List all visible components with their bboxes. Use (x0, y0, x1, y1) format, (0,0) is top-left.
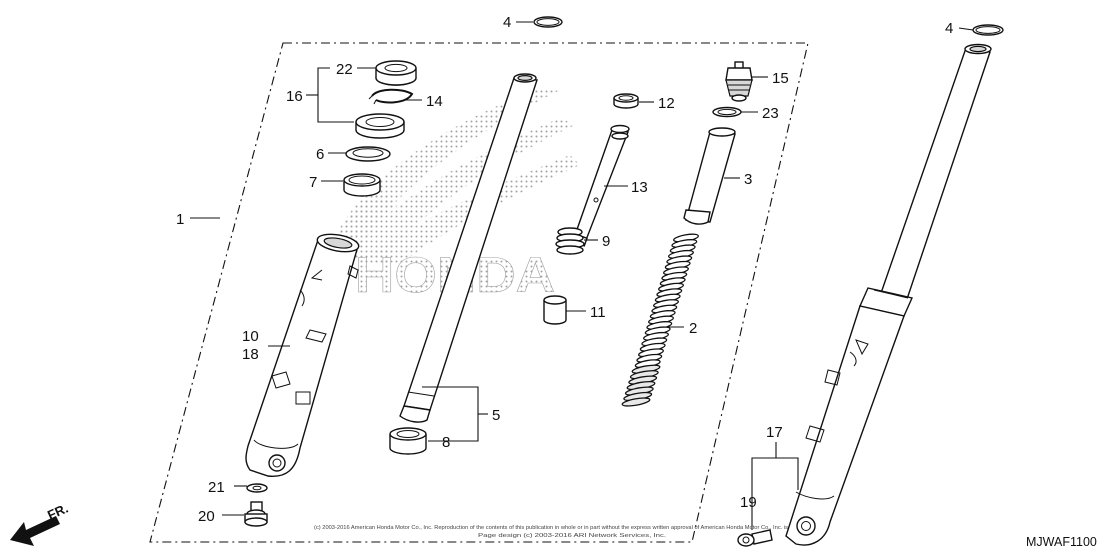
callout-17: 17 (766, 424, 783, 441)
callout-21: 21 (208, 479, 225, 496)
part-14-stopper-ring (368, 88, 414, 105)
callout-23: 23 (762, 105, 779, 122)
part-11-oil-lock-piece (543, 295, 567, 325)
callout-6: 6 (316, 146, 324, 163)
callout-4-right: 4 (945, 20, 953, 37)
part-19-socket-bolt (737, 529, 773, 547)
part-10-bottom-case (245, 233, 360, 477)
spring-coil (621, 397, 651, 407)
callout-12: 12 (658, 95, 675, 112)
callout-10: 10 (242, 328, 259, 345)
callout-3: 3 (744, 171, 752, 188)
part-2-fork-spring (621, 233, 699, 407)
callout-numbers: 4 4 22 16 14 6 7 1 10 18 5 8 12 13 9 11 … (176, 14, 953, 525)
callout-5: 5 (492, 407, 500, 424)
part-15-fork-bolt (725, 61, 753, 102)
part-4-circlip-right (972, 24, 1004, 36)
assembly-boundary (149, 42, 809, 543)
part-5-fork-pipe (399, 73, 538, 423)
callout-2: 2 (689, 320, 697, 337)
assembled-fork (785, 43, 992, 546)
callout-lines (190, 21, 974, 530)
callout-13: 13 (631, 179, 648, 196)
callout-22: 22 (336, 61, 353, 78)
drawing-code: MJWAF1100 (1026, 535, 1097, 549)
front-direction-arrow: FR. (10, 501, 70, 546)
callout-1: 1 (176, 211, 184, 228)
part-3-spring-collar (683, 127, 736, 225)
callout-20: 20 (198, 508, 215, 525)
callout-7: 7 (309, 174, 317, 191)
callout-14: 14 (426, 93, 443, 110)
callout-9: 9 (602, 233, 610, 250)
part-21-sealing-washer (246, 483, 268, 493)
part-23-o-ring (712, 106, 742, 118)
copyright-line-1: (c) 2003-2016 American Honda Motor Co., … (314, 525, 788, 531)
callout-11: 11 (590, 304, 606, 321)
callout-4-left: 4 (503, 14, 511, 31)
callout-8: 8 (442, 434, 450, 451)
callout-15: 15 (772, 70, 789, 87)
callout-18: 18 (242, 346, 259, 363)
part-16-oil-seal (355, 113, 405, 139)
callout-16: 16 (286, 88, 303, 105)
copyright-line-2: Page design (c) 2003-2016 ARI Network Se… (478, 533, 667, 539)
part-7-slide-bushing (343, 173, 381, 197)
part-22-dust-seal (375, 60, 417, 86)
part-20-socket-bolt (244, 501, 268, 527)
part-12-piston-ring (613, 93, 639, 109)
part-4-circlip-left (533, 16, 563, 28)
part-8-guide-bushing (389, 427, 427, 455)
callout-19: 19 (740, 494, 757, 511)
part-9-rebound-spring (555, 227, 585, 255)
part-6-back-up-ring (345, 146, 391, 162)
front-direction-label: FR. (45, 501, 70, 523)
